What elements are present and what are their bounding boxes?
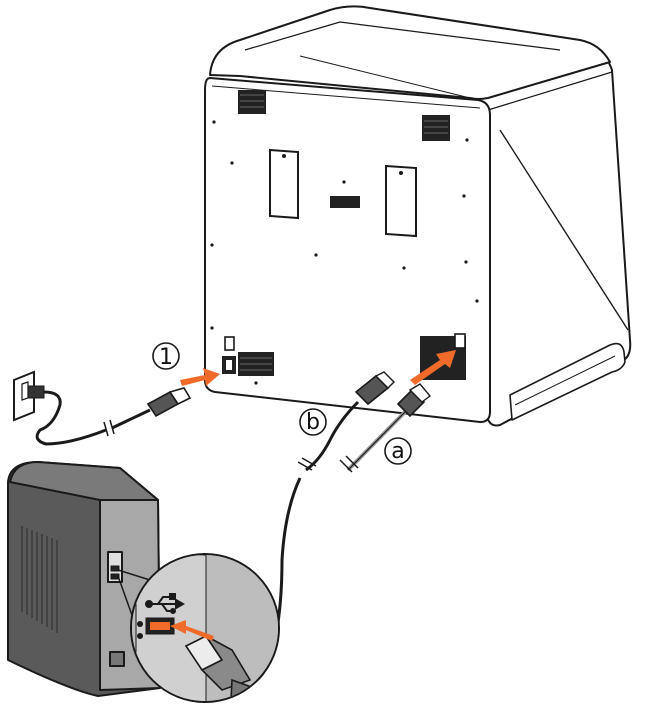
cover-plate-left — [269, 148, 299, 220]
cover-plate-right — [385, 164, 417, 238]
ethernet-cable — [339, 383, 432, 473]
callout-usb: b — [299, 408, 327, 436]
power-cord — [35, 387, 192, 446]
usb-symbol-icon — [145, 593, 186, 614]
vent-center — [330, 196, 360, 208]
tower-power-button — [109, 651, 125, 667]
callout-ethernet-label: a — [391, 439, 404, 464]
vent-top-right — [422, 115, 450, 141]
printer-back-details — [210, 90, 479, 385]
arrow-ethernet — [410, 350, 456, 385]
callout-ethernet: a — [384, 437, 412, 465]
callout-power: 1 — [152, 342, 180, 370]
power-switch — [224, 336, 235, 351]
callout-usb-label: b — [306, 410, 320, 435]
vent-top-left — [238, 90, 266, 114]
computer-tower — [7, 461, 161, 697]
arrow-power — [180, 368, 220, 386]
callout-power-label: 1 — [159, 345, 173, 370]
ethernet-port — [454, 333, 466, 349]
insert-arrow-icon — [170, 620, 214, 641]
power-outlet-icon — [13, 370, 45, 422]
